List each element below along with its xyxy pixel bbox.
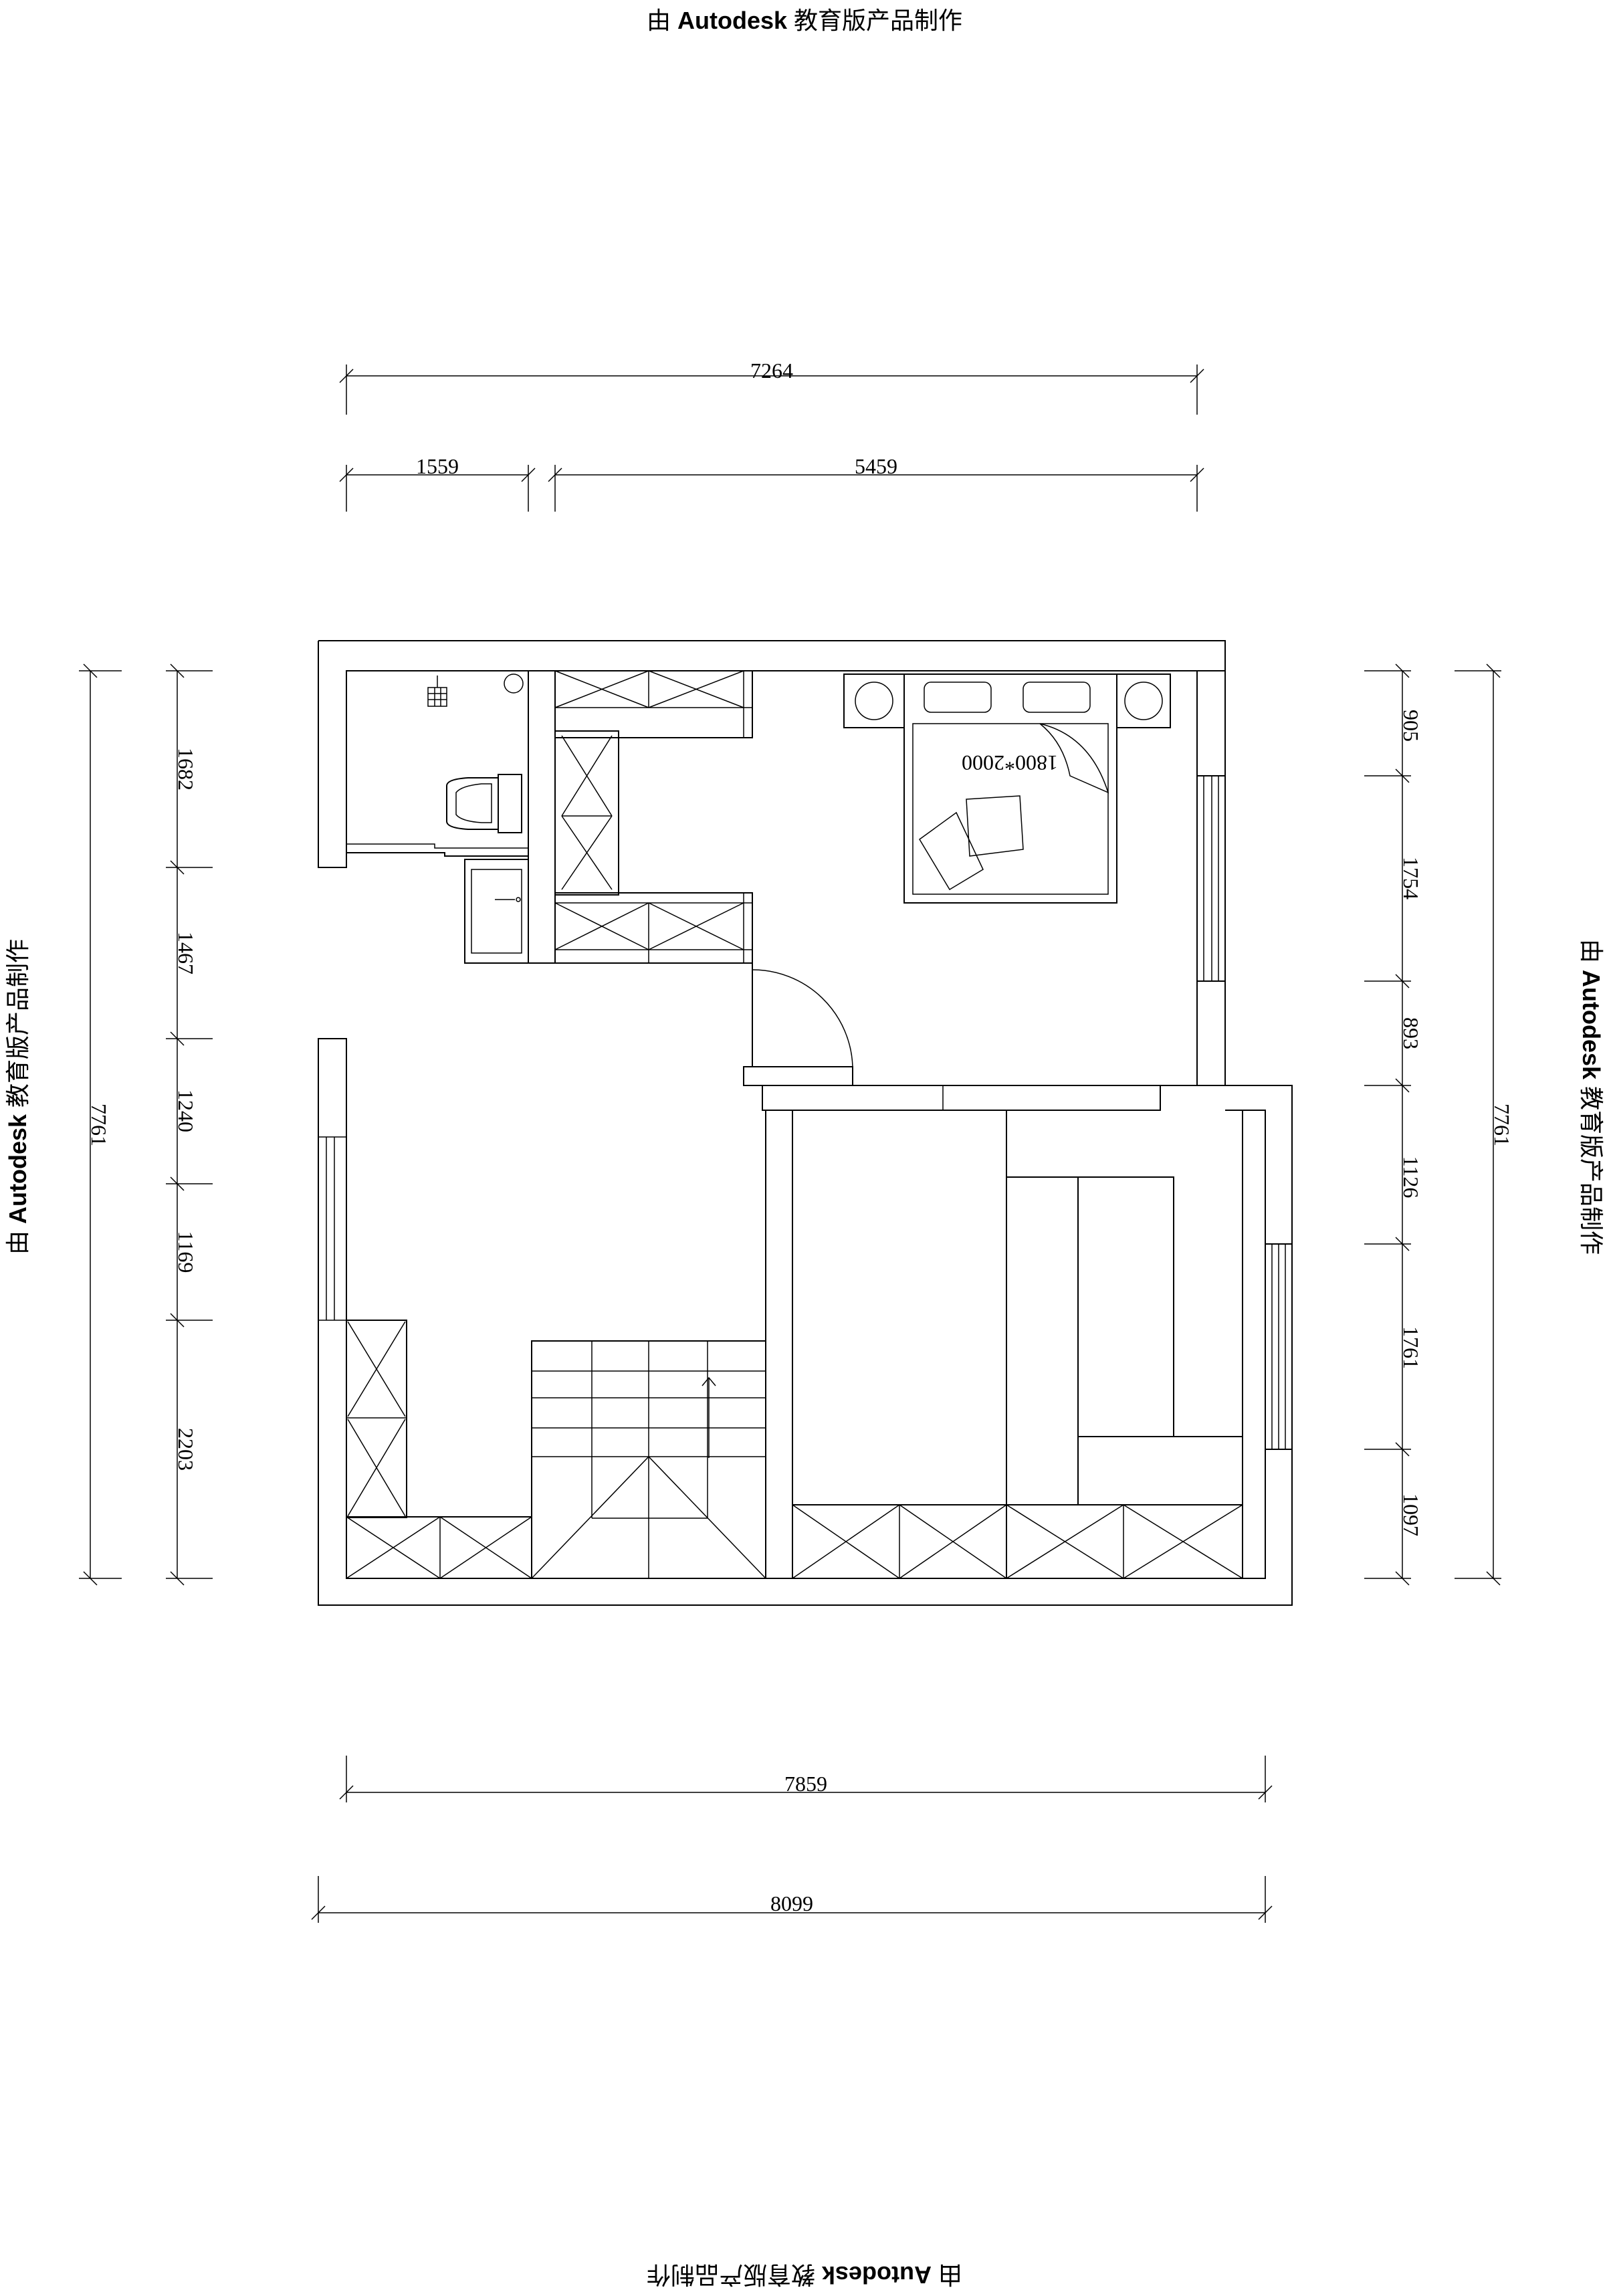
dimension-top-segments: 1559 5459 (339, 454, 1204, 512)
dim-right-seg-3: 893 (1399, 1017, 1423, 1049)
dim-top-right-label: 5459 (855, 454, 897, 478)
dim-top-left-label: 1559 (416, 454, 459, 478)
pillow-icon (924, 682, 992, 713)
dim-bottom-overall-label: 8099 (770, 1891, 813, 1915)
cushion-icon (919, 811, 984, 891)
pillow-icon (1023, 682, 1091, 713)
bed-frame (903, 673, 1117, 904)
dimension-bottom-inner: 7859 (339, 1756, 1273, 1802)
dimension-top-overall: 7264 (339, 358, 1204, 415)
wardrobe-top (528, 670, 753, 964)
dimension-right-segments: 905 1754 893 1126 1761 1097 (1364, 663, 1423, 1586)
bed-size-label: 1800*2000 (962, 751, 1058, 775)
wash-basin-icon (464, 859, 529, 964)
exterior-walls (318, 640, 1293, 1606)
dimension-left-overall: 7761 (79, 663, 122, 1586)
dim-top-overall-label: 7264 (750, 358, 793, 383)
dim-right-seg-4: 1126 (1399, 1156, 1423, 1198)
interior-wall-mid (744, 1085, 1225, 1111)
dim-right-seg-1: 905 (1399, 710, 1423, 742)
dim-bottom-inner-label: 7859 (784, 1772, 827, 1796)
staircase (531, 1340, 766, 1579)
dimension-bottom-overall: 8099 (311, 1876, 1273, 1923)
dim-left-seg-3: 1240 (174, 1089, 198, 1132)
dim-left-seg-2: 1467 (174, 932, 198, 974)
storage-lower-left (346, 1320, 532, 1579)
dim-left-seg-4: 1169 (174, 1231, 198, 1273)
dim-right-seg-6: 1097 (1399, 1493, 1423, 1536)
dim-right-seg-2: 1754 (1399, 857, 1423, 900)
floor-drain-icon (427, 687, 447, 707)
dim-left-overall-label: 7761 (87, 1104, 111, 1146)
dim-left-seg-1: 1682 (174, 748, 198, 791)
dim-right-seg-5: 1761 (1399, 1326, 1423, 1369)
room-lower-right (765, 1110, 1243, 1579)
shower-head-icon (504, 673, 524, 694)
dimension-left-segments: 1682 1467 1240 1169 2203 (166, 663, 213, 1586)
bathroom (346, 671, 556, 964)
bedroom-door (743, 963, 853, 1086)
watermark-top: 由 Autodesk 教育版产品制作 (646, 7, 963, 34)
dim-right-overall-label: 7761 (1490, 1104, 1514, 1146)
cushion-icon (966, 795, 1024, 857)
quilt-fold (1039, 723, 1109, 794)
dim-left-seg-5: 2203 (174, 1428, 198, 1471)
dimension-right-overall: 7761 (1455, 663, 1514, 1586)
bed: 1800*2000 (843, 673, 1171, 904)
